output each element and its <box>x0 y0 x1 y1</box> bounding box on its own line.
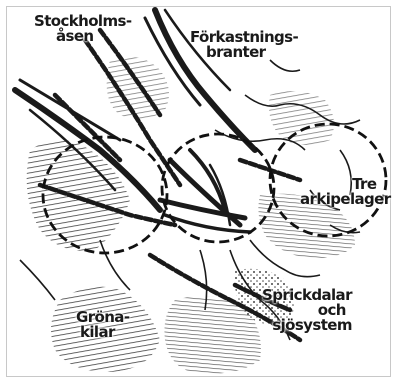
label-grona-kilar: Gröna- kilar <box>76 310 129 340</box>
label-grona-kilar-line2: kilar <box>80 325 129 340</box>
label-sprickdalar: Sprickdalar och sjösystem <box>262 288 352 333</box>
label-tre-arkipelager-line2: arkipelager <box>300 192 391 207</box>
label-sprickdalar-line3: sjösystem <box>262 318 352 333</box>
label-forkastningsbranter-line2: branter <box>206 45 298 60</box>
label-stockholmsasen-line2: åsen <box>56 29 131 44</box>
label-stockholmsasen: Stockholms- åsen <box>34 14 131 44</box>
label-forkastningsbranter: Förkastnings- branter <box>190 30 298 60</box>
label-tre-arkipelager: Tre arkipelager <box>300 177 391 207</box>
